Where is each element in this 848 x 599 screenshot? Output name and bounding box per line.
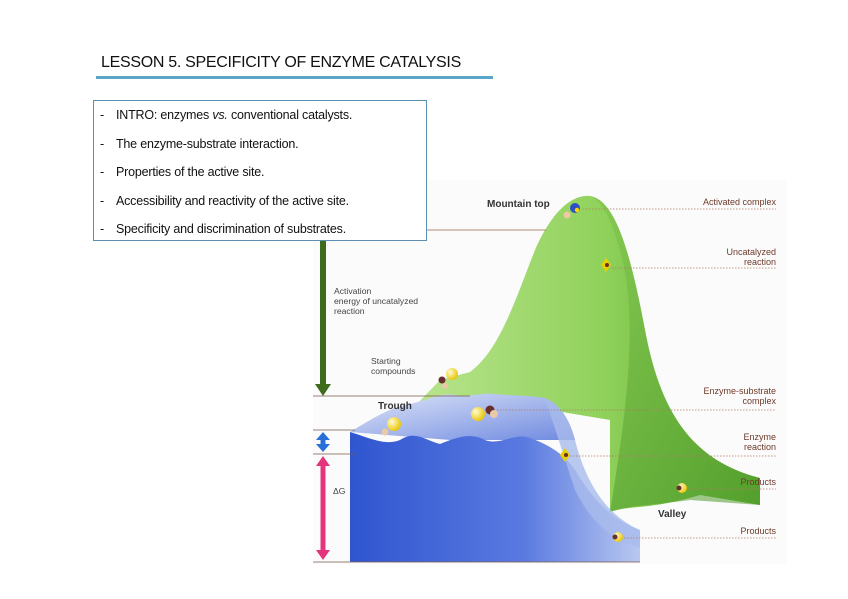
label-es-complex-line1: Enzyme-substrate [703,386,776,396]
topic-dash: - [100,165,104,179]
label-es-complex-line2: complex [742,396,776,406]
molecule-products-green [676,483,687,493]
label-activated-complex: Activated complex [703,197,777,207]
delta-g-arrow-head-up [316,456,330,466]
molecule-es-complex [471,405,498,421]
title-underline [96,76,493,79]
label-uncatalyzed-line1: Uncatalyzed [726,247,776,257]
topic-item: -The enzyme-substrate interaction. [100,136,426,165]
molecule-trough [381,417,401,436]
topic-dash: - [100,136,104,151]
leader-lines [497,208,776,539]
label-trough: Trough [378,401,412,412]
blue-right-slope [545,398,640,548]
topic-dash: - [100,222,104,236]
blue-arrow-head-down [316,444,330,452]
topic-item: -Accessibility and reactivity of the act… [100,193,426,222]
topic-text: Accessibility and reactivity of the acti… [116,193,349,208]
molecule-enzyme-reaction [560,448,570,462]
label-enzyme-line2: reaction [744,442,776,452]
topic-dash: - [100,108,104,122]
topic-item: -Properties of the active site. [100,164,426,193]
slide-title: LESSON 5. SPECIFICITY OF ENZYME CATALYSI… [101,54,461,71]
topic-text: Properties of the active site. [116,165,265,179]
topic-text: The enzyme-substrate interaction. [116,136,299,151]
label-enzyme-line1: Enzyme [743,432,776,442]
label-valley: Valley [658,509,687,520]
molecule-starting-compounds [438,368,458,389]
label-activation-line1: Activation [334,286,371,296]
molecule-uncatalyzed [601,258,611,272]
topic-text-after: conventional catalysts. [227,108,353,122]
label-products-green: Products [740,477,776,487]
topic-text: Specificity and discrimination of substr… [116,222,346,236]
topic-item: -INTRO: enzymes vs. conventional catalys… [100,107,426,136]
molecule-products-blue [612,532,623,542]
topics-box: -INTRO: enzymes vs. conventional catalys… [93,100,427,241]
delta-g-arrow-head-down [316,550,330,560]
label-starting-line1: Starting [371,356,401,366]
label-products-blue: Products [740,526,776,536]
label-uncatalyzed-line2: reaction [744,257,776,267]
label-starting-line2: compounds [371,366,415,376]
topic-item: -Specificity and discrimination of subst… [100,221,426,250]
green-side [590,196,760,512]
blue-arrow-head-up [316,432,330,440]
topic-text-before: INTRO: enzymes [116,108,213,122]
label-delta-g: ΔG [333,486,346,496]
topic-dash: - [100,193,104,208]
topic-text-em: vs. [212,108,228,122]
label-activation-line2: energy of uncatalyzed [334,296,418,306]
activation-arrow-head [315,384,331,396]
molecule-mountain-top [563,203,580,219]
label-activation-line3: reaction [334,306,365,316]
blue-top-surface [350,393,575,440]
label-mountain-top: Mountain top [487,199,550,210]
